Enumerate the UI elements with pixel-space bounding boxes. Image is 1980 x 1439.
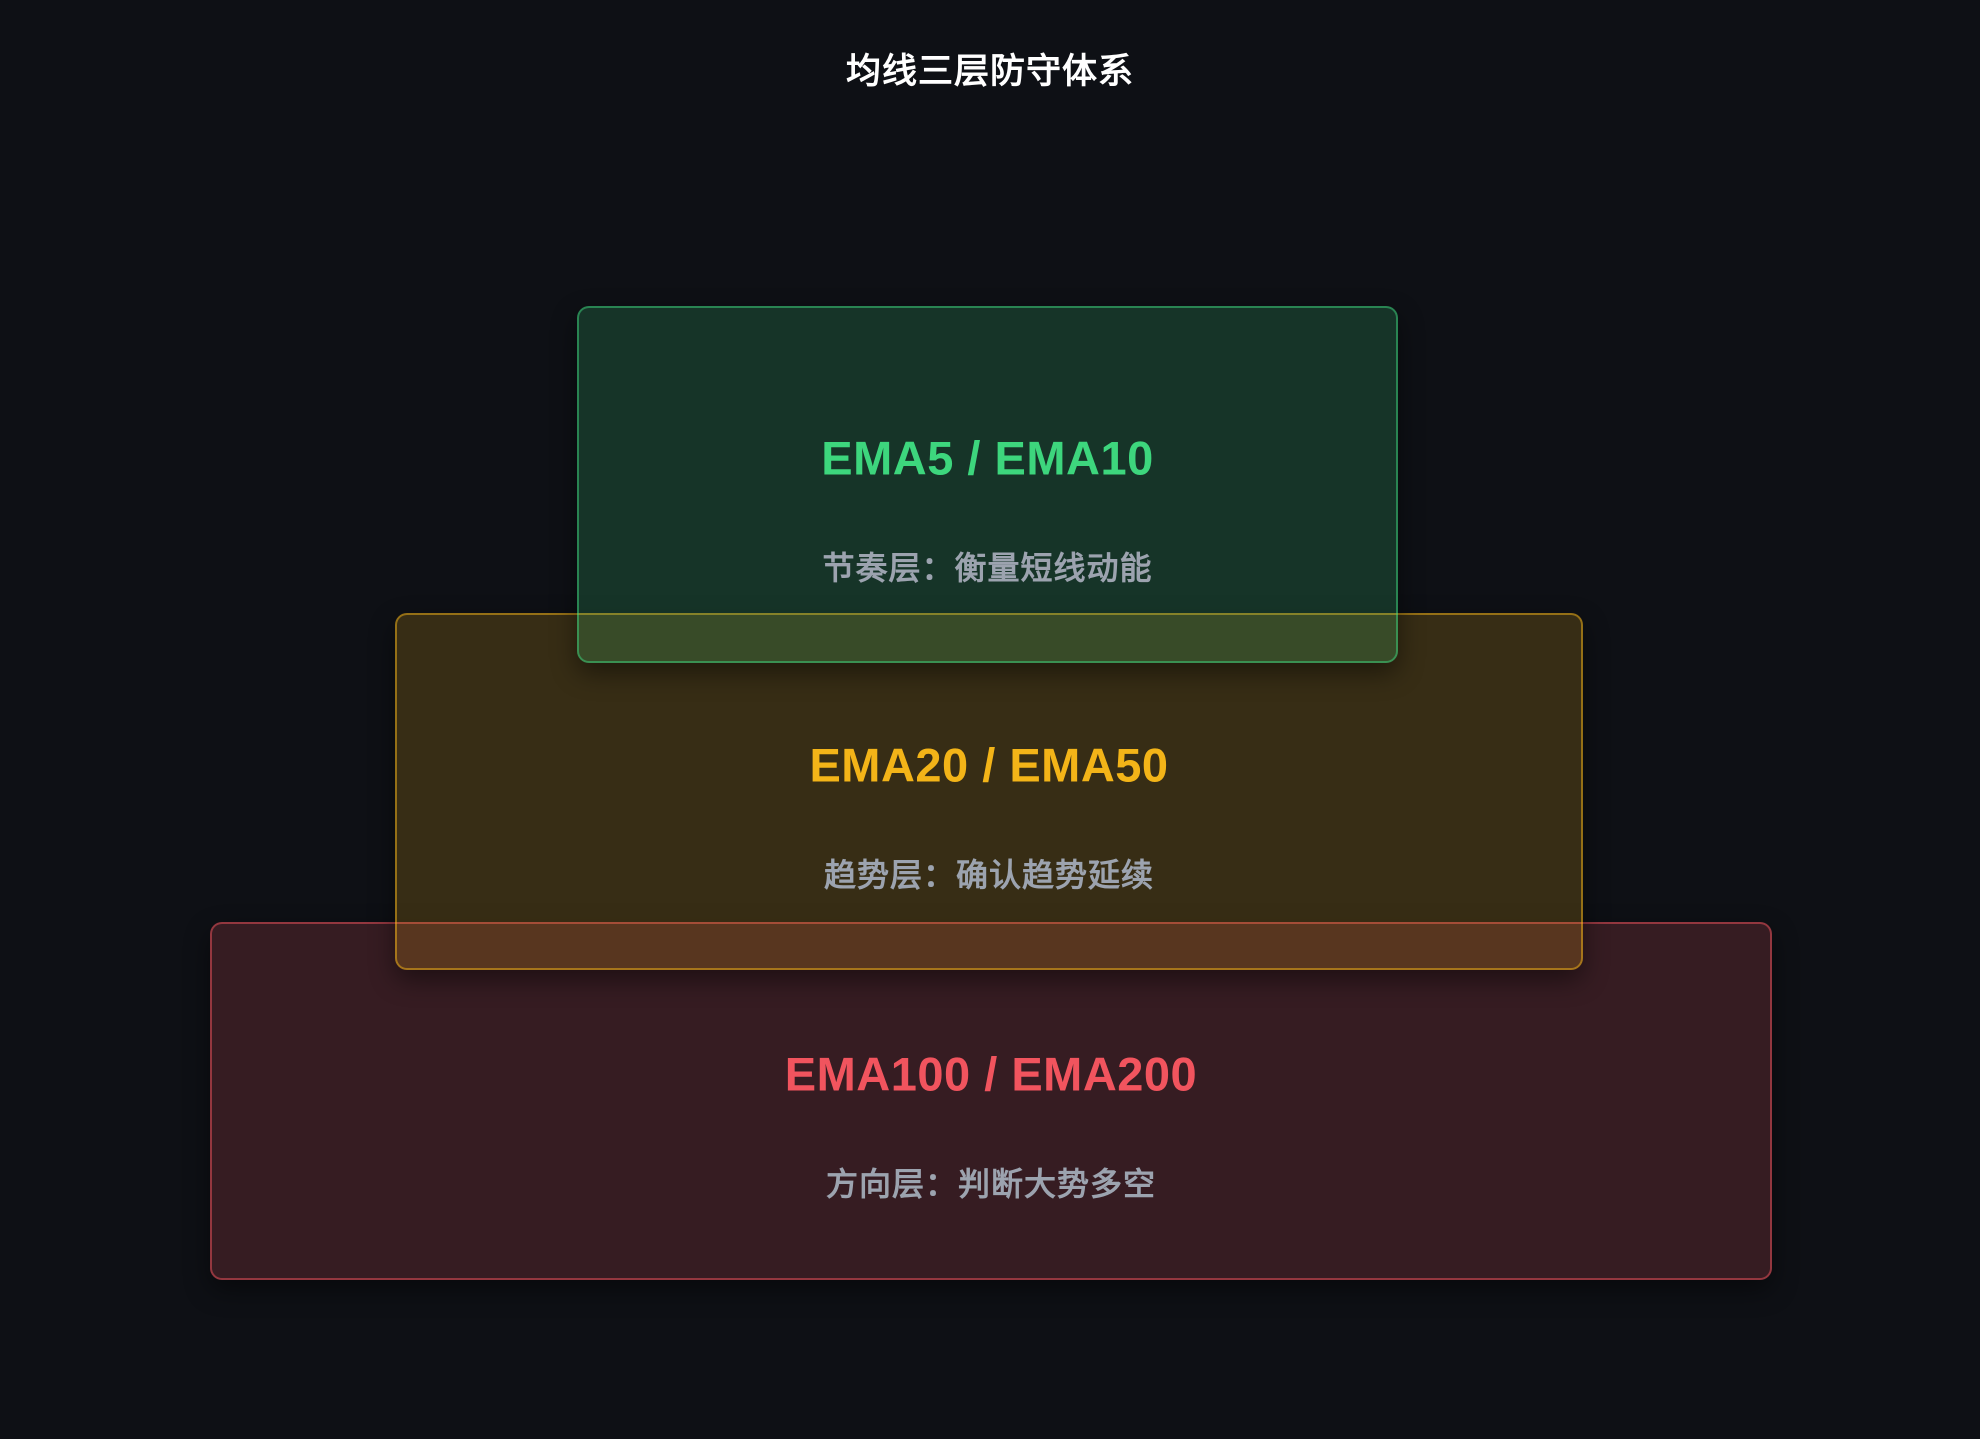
layer-card-ema20-ema50: EMA20 / EMA50 趋势层：确认趋势延续 bbox=[395, 613, 1583, 970]
layer-card-ema5-ema10: EMA5 / EMA10 节奏层：衡量短线动能 bbox=[577, 306, 1398, 663]
layer-description-rhythm: 节奏层：衡量短线动能 bbox=[822, 550, 1153, 586]
layer-heading-ema5-ema10: EMA5 / EMA10 bbox=[821, 431, 1154, 485]
layer-card-ema100-ema200: EMA100 / EMA200 方向层：判断大势多空 bbox=[210, 922, 1772, 1280]
page-title: 均线三层防守体系 bbox=[845, 52, 1134, 91]
layer-heading-ema100-ema200: EMA100 / EMA200 bbox=[784, 1047, 1198, 1101]
layer-heading-ema20-ema50: EMA20 / EMA50 bbox=[809, 738, 1169, 792]
layer-description-trend: 趋势层：确认趋势延续 bbox=[823, 857, 1154, 893]
layer-description-direction: 方向层：判断大势多空 bbox=[825, 1166, 1156, 1202]
